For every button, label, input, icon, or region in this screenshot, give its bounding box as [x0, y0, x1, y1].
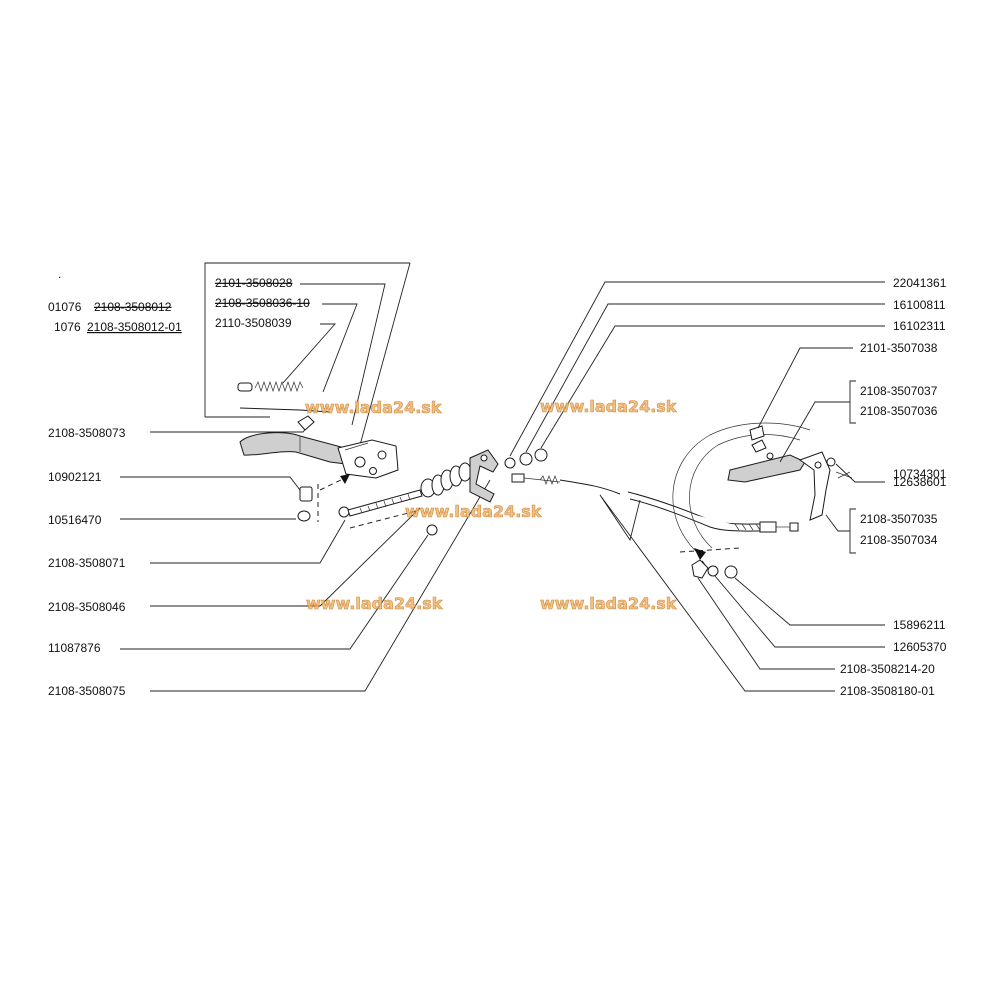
label-2101-3507038: 2101-3507038 [860, 341, 938, 355]
label-2108-3508071: 2108-3508071 [48, 556, 126, 570]
leader-16102311 [540, 325, 885, 449]
equalizer [469, 449, 499, 503]
label-2108-3507037: 2108-3507037 [860, 384, 938, 398]
leader-2108-3508071 [150, 519, 346, 564]
rod-part [239, 407, 331, 413]
watermark-1: www.lada24.sk [305, 398, 442, 417]
nut-11087876 [426, 524, 438, 536]
label-10734301: 10734301 [893, 467, 947, 481]
leader-2101-3507038 [757, 347, 853, 429]
label-16100811: 16100811 [893, 298, 946, 312]
threaded-rod [338, 489, 423, 518]
watermark-5: www.lada24.sk [540, 594, 677, 613]
label-12605370: 12605370 [893, 640, 947, 654]
spring-part [237, 380, 304, 393]
arrow-head-drum [694, 548, 706, 560]
dashed-bracket-right [679, 547, 741, 553]
label-2108-3508046: 2108-3508046 [48, 600, 126, 614]
arrow-head-lever [340, 474, 350, 484]
leader-22041361 [509, 281, 885, 457]
label-11087876: 11087876 [48, 641, 101, 655]
bolt-2108-3508073 [297, 415, 315, 431]
header-code-row-2: 1076 2108-3508012-01 [54, 320, 182, 334]
leader-inner-2 [322, 303, 358, 393]
assembly-leader [359, 262, 411, 446]
label-10516470: 10516470 [48, 513, 102, 527]
washer-10516470 [297, 510, 311, 522]
washer-12638601 [826, 457, 836, 467]
nut-15896211 [724, 565, 738, 579]
handbrake-lever [239, 432, 399, 479]
header-code-1: 2108-3508012 [94, 300, 172, 314]
nut-16100811 [519, 452, 533, 466]
bellows-boot [420, 462, 472, 498]
label-16102311: 16102311 [893, 319, 946, 333]
label-2108-3507036: 2108-3507036 [860, 404, 938, 418]
leader-inner-1 [300, 283, 386, 426]
leader-3507037-36 [779, 401, 850, 463]
leader-12605370 [714, 575, 885, 648]
bolt-10902121 [299, 486, 313, 502]
label-12638601: 12638601 [893, 475, 947, 489]
leader-3507035-34 [825, 514, 850, 532]
washer-12605370 [707, 565, 719, 577]
nut-22041361 [504, 457, 516, 469]
leader-10902121 [120, 476, 301, 491]
leader-2108-3508075 [150, 479, 491, 692]
label-15896211: 15896211 [893, 618, 946, 632]
leader-2108-3508180-01 [599, 494, 835, 692]
header-code-prefix-1: 01076 [48, 300, 82, 314]
inner-label-1: 2101-3508028 [215, 276, 293, 290]
assembly-bracket [204, 262, 410, 417]
leader-2108-3508046 [150, 507, 421, 607]
leader-12638601 [835, 463, 885, 483]
inner-label-2: 2108-3508036-10 [215, 296, 310, 310]
label-22041361: 22041361 [893, 276, 947, 290]
label-2108-3507034: 2108-3507034 [860, 533, 938, 547]
dashed-guide-rod [349, 509, 421, 529]
nut-16102311 [534, 448, 548, 462]
watermark-4: www.lada24.sk [306, 594, 443, 613]
label-2108-3507035: 2108-3507035 [860, 512, 938, 526]
watermark-3: www.lada24.sk [405, 502, 542, 521]
arrow-line-lever [319, 477, 346, 491]
watermark-2: www.lada24.sk [540, 397, 677, 416]
brake-backing-plate [672, 422, 831, 556]
label-2108-3508214-20: 2108-3508214-20 [840, 662, 935, 676]
label-2108-3508073: 2108-3508073 [48, 426, 126, 440]
label-2108-3508180-01: 2108-3508180-01 [840, 684, 935, 698]
inner-label-3: 2110-3508039 [215, 316, 292, 330]
margin-dot: . [58, 267, 61, 281]
leader-2108-3508214-20 [697, 577, 835, 670]
label-10902121: 10902121 [48, 470, 102, 484]
header-code-prefix-2: 1076 [54, 320, 81, 334]
leader-inner-3 [282, 323, 336, 384]
label-2108-3508075: 2108-3508075 [48, 684, 126, 698]
leader-16100811 [525, 303, 885, 453]
brace-3507037-36 [849, 380, 856, 424]
cable-end [511, 473, 525, 483]
header-code-row-1: 01076 2108-3508012 [48, 300, 172, 314]
leader-15896211 [734, 577, 885, 626]
leader-2108-3508073 [150, 425, 309, 433]
bracket-2108-3508214-20 [691, 559, 709, 579]
brace-3507035-34 [849, 508, 856, 554]
leader-11087876 [120, 534, 429, 650]
brake-cable [511, 473, 799, 533]
header-code-2: 2108-3508012-01 [87, 320, 182, 334]
pin-2101-3507038 [749, 425, 765, 441]
